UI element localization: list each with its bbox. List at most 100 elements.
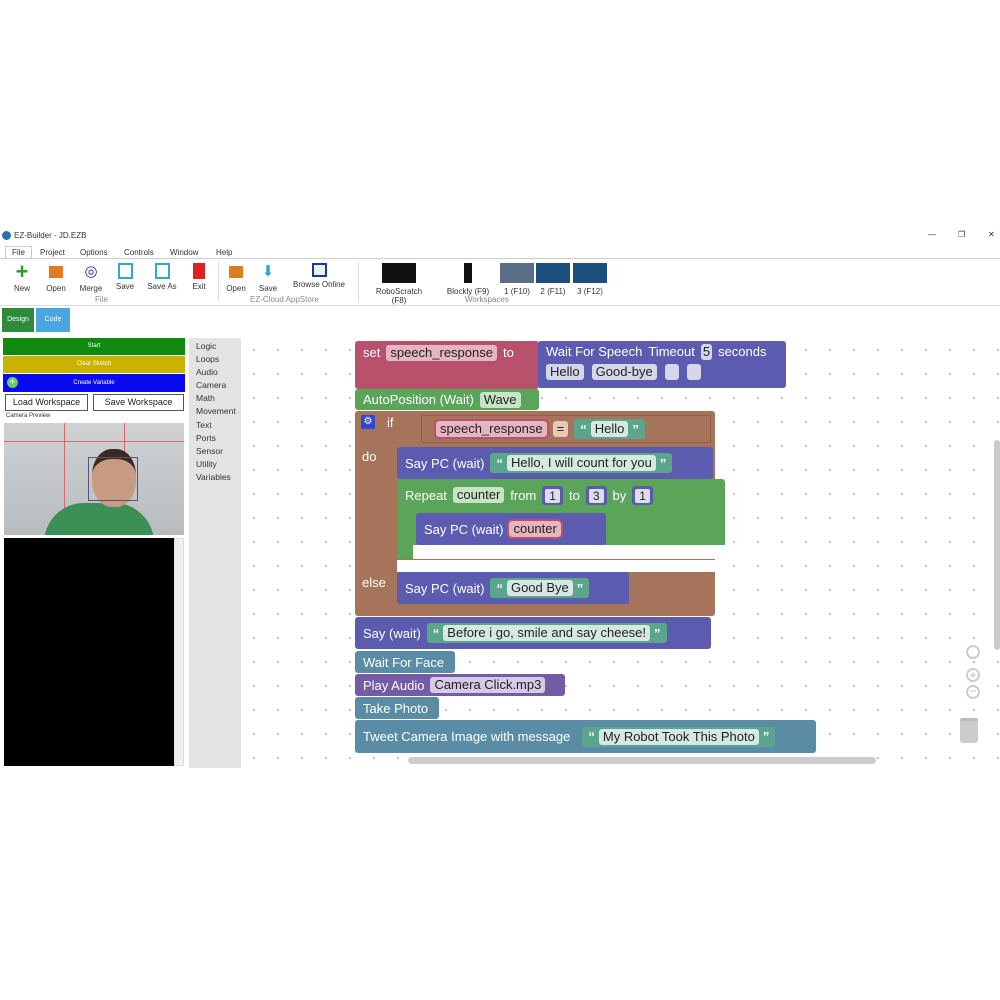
category-audio[interactable]: Audio (196, 367, 218, 378)
workspace-3-button[interactable]: 3 (F12) (573, 263, 607, 296)
category-text[interactable]: Text (196, 419, 212, 430)
workspace-1-button[interactable]: 1 (F10) (500, 263, 534, 296)
merge-icon: ◎ (84, 263, 98, 280)
action-dropdown[interactable]: Wave (479, 391, 521, 408)
workspace-thumbnail (500, 263, 534, 283)
say-pc-block[interactable]: Say PC (wait) “Hello, I will count for y… (397, 447, 713, 479)
save-as-button[interactable]: Save As (146, 263, 178, 291)
face-tracking-box (88, 457, 138, 501)
phrase-input[interactable] (664, 364, 679, 380)
category-utility[interactable]: Utility (196, 458, 217, 469)
start-button[interactable]: Start (3, 338, 185, 355)
divider (218, 262, 219, 302)
cloud-group-label: EZ-Cloud AppStore (250, 295, 319, 304)
output-scrollbar[interactable] (174, 538, 184, 766)
variable-dropdown[interactable]: speech_response (386, 345, 497, 361)
category-movement[interactable]: Movement (196, 406, 236, 417)
window-title: EZ-Builder - JD.EZB (14, 231, 87, 240)
exit-button[interactable]: Exit (188, 263, 210, 291)
clear-sketch-button[interactable]: Clear Sketch (3, 356, 185, 373)
blockly-button[interactable]: Blockly (F9) (446, 263, 490, 296)
save-button[interactable]: Save (113, 263, 137, 291)
file-group-label: File (95, 295, 108, 304)
text-block[interactable]: “Before i go, smile and say cheese!” (426, 623, 667, 643)
horizontal-scrollbar[interactable] (408, 757, 876, 764)
variable-getter[interactable]: counter (507, 519, 563, 539)
open-button[interactable]: Open (44, 263, 68, 293)
zoom-out-icon[interactable]: − (966, 685, 980, 699)
take-photo-block[interactable]: Take Photo (355, 697, 439, 719)
phrase-input[interactable]: Hello (546, 364, 584, 380)
workspace-2-button[interactable]: 2 (F11) (536, 263, 570, 296)
tab-help[interactable]: Help (216, 248, 233, 257)
tab-file[interactable]: File (5, 246, 32, 258)
by-input[interactable]: 1 (632, 485, 653, 505)
load-workspace-button[interactable]: Load Workspace (5, 394, 88, 411)
text-block[interactable]: “Good Bye” (490, 578, 590, 598)
grid-line (4, 441, 184, 442)
floppy-icon (154, 263, 170, 279)
say-block[interactable]: Say (wait) “Before i go, smile and say c… (355, 617, 711, 649)
close-button[interactable]: ✕ (988, 230, 995, 239)
new-button[interactable]: +New (13, 259, 30, 294)
tweet-block[interactable]: Tweet Camera Image with message “My Robo… (355, 720, 816, 753)
workspace-thumbnail (573, 263, 607, 283)
person-face (92, 449, 136, 507)
tab-controls[interactable]: Controls (124, 248, 154, 257)
tab-project[interactable]: Project (40, 248, 65, 257)
ribbon: +New Open ◎Merge Save Save As Exit File … (0, 260, 1000, 306)
category-loops[interactable]: Loops (196, 354, 220, 365)
autoposition-block[interactable]: AutoPosition (Wait)Wave (355, 389, 539, 410)
tab-options[interactable]: Options (80, 248, 108, 257)
gear-icon[interactable]: ⚙ (361, 415, 375, 429)
audio-dropdown[interactable]: Camera Click.mp3 (430, 677, 546, 693)
to-input[interactable]: 3 (585, 485, 607, 505)
tab-design[interactable]: Design (2, 308, 34, 332)
folder-icon (229, 266, 243, 278)
workspace-thumbnail (464, 263, 472, 283)
workspace-thumbnail (536, 263, 570, 283)
create-variable-button[interactable]: + Create Variable (3, 374, 185, 392)
workspace-thumbnail (382, 263, 416, 283)
from-input[interactable]: 1 (542, 485, 563, 505)
save-workspace-button[interactable]: Save Workspace (93, 394, 184, 411)
wait-for-face-block[interactable]: Wait For Face (355, 651, 455, 673)
roboscratch-button[interactable]: RoboScratch (F8) (368, 263, 430, 305)
category-math[interactable]: Math (196, 393, 215, 404)
category-ports[interactable]: Ports (196, 432, 216, 443)
compare-block[interactable]: speech_response = “Hello” (421, 415, 711, 443)
say-pc-goodbye-block[interactable]: Say PC (wait) “Good Bye” (397, 572, 629, 604)
text-block[interactable]: “Hello, I will count for you” (490, 453, 673, 473)
maximize-button[interactable]: ❐ (958, 230, 966, 239)
tab-code[interactable]: Code (36, 308, 70, 332)
operator-dropdown[interactable]: = (552, 421, 569, 437)
text-block[interactable]: “My Robot Took This Photo” (582, 726, 776, 747)
category-variables[interactable]: Variables (196, 471, 231, 482)
phrase-input[interactable] (686, 364, 701, 380)
browse-online-button[interactable]: Browse Online (290, 263, 348, 289)
timeout-input[interactable]: 5 (700, 344, 713, 360)
category-logic[interactable]: Logic (196, 341, 217, 351)
phrase-input[interactable]: Good-bye (591, 364, 657, 380)
cloud-save-button[interactable]: ⬇Save (258, 263, 278, 293)
zoom-in-icon[interactable]: + (966, 668, 980, 682)
merge-button[interactable]: ◎Merge (79, 263, 103, 293)
say-pc-counter-block[interactable]: Say PC (wait) counter (416, 513, 606, 545)
browser-icon (311, 263, 327, 277)
vertical-scrollbar[interactable] (994, 440, 1000, 650)
counter-dropdown[interactable]: counter (452, 487, 505, 503)
text-block[interactable]: “Hello” (574, 419, 645, 439)
recenter-icon[interactable] (966, 645, 980, 659)
variable-getter[interactable]: speech_response (434, 419, 549, 439)
minimize-button[interactable]: — (928, 230, 936, 239)
block-gap (413, 545, 725, 559)
cloud-open-button[interactable]: Open (224, 263, 248, 293)
category-sensor[interactable]: Sensor (196, 445, 223, 456)
tab-window[interactable]: Window (170, 248, 199, 257)
category-camera[interactable]: Camera (196, 380, 227, 391)
trash-icon[interactable] (960, 718, 978, 743)
